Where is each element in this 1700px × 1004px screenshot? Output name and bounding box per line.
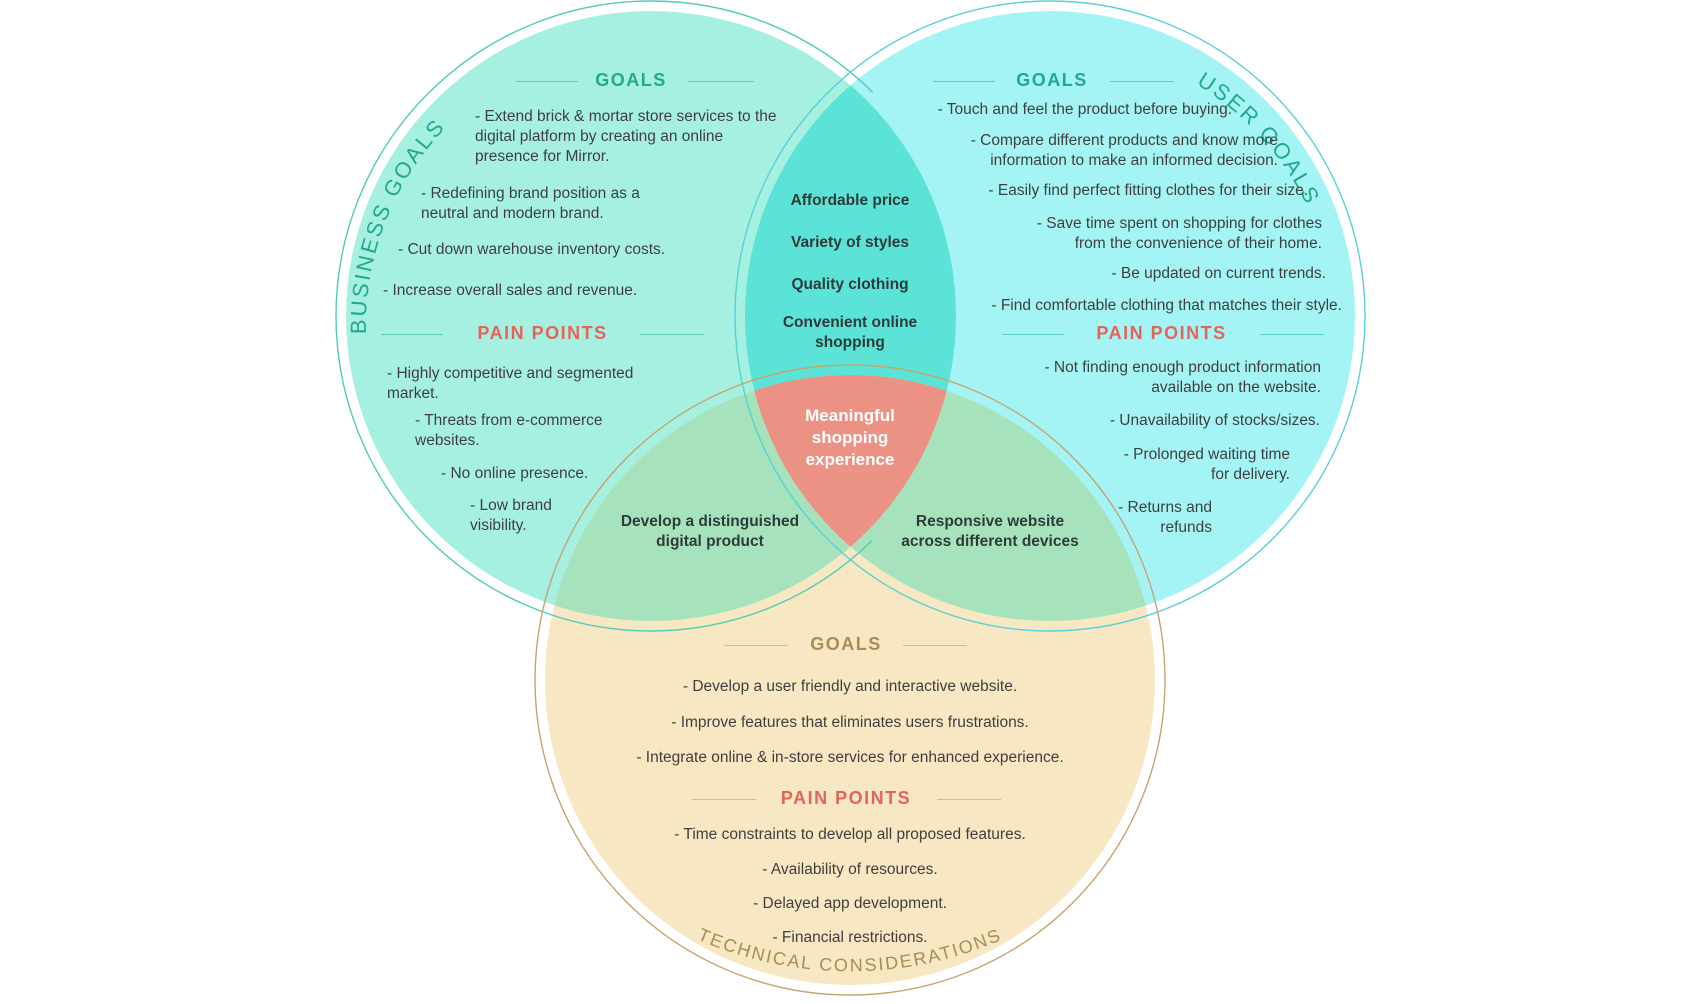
- user-goal-item: - Easily find perfect fitting clothes fo…: [988, 182, 1308, 199]
- business-technical-overlap: [545, 375, 956, 621]
- business-pain-points-heading: PAIN POINTS: [477, 323, 608, 343]
- technical-goal-item: - Develop a user friendly and interactiv…: [682, 678, 1018, 695]
- heading-rule: [1260, 334, 1324, 336]
- heading-rule: [937, 799, 1001, 801]
- business-goal-item: - Extend brick & mortar store services t…: [475, 108, 777, 165]
- heading-rule: [1002, 334, 1064, 336]
- user-goal-item: - Touch and feel the product before buyi…: [937, 101, 1232, 118]
- user-pain-points-heading: PAIN POINTS: [1096, 323, 1227, 343]
- heading-rule: [903, 645, 967, 647]
- technical-pain-item: - Availability of resources.: [762, 861, 938, 878]
- technical-pain-item: - Time constraints to develop all propos…: [674, 826, 1026, 843]
- user-outer-ring: [734, 0, 1366, 632]
- user-technical-overlap: [745, 375, 1155, 621]
- business-goal-item: - Cut down warehouse inventory costs.: [398, 241, 666, 258]
- heading-rule: [724, 645, 788, 647]
- user-pain-item: - Unavailability of stocks/sizes.: [1109, 412, 1320, 429]
- heading-rule: [688, 81, 754, 83]
- business-user-overlap-item: Affordable price: [790, 192, 910, 209]
- user-goal-item: - Compare different products and know mo…: [970, 132, 1278, 169]
- business-pain-item: - No online presence.: [441, 465, 589, 482]
- heading-rule: [933, 81, 995, 83]
- heading-rule: [692, 799, 756, 801]
- user-goals-heading: GOALS: [1016, 70, 1088, 90]
- business-goals-heading: GOALS: [595, 70, 667, 90]
- heading-rule: [381, 334, 443, 336]
- user-goal-item: - Find comfortable clothing that matches…: [991, 297, 1342, 314]
- technical-goals-heading: GOALS: [810, 634, 882, 654]
- heading-rule: [516, 81, 578, 83]
- heading-rule: [1110, 81, 1174, 83]
- business-user-overlap-item: Quality clothing: [791, 276, 909, 293]
- business-goal-item: - Increase overall sales and revenue.: [383, 282, 638, 299]
- business-outer-ring: [335, 0, 967, 632]
- technical-goal-item: - Improve features that eliminates users…: [671, 714, 1029, 731]
- user-pain-item: - Not finding enough product information…: [1044, 359, 1321, 396]
- heading-rule: [640, 334, 704, 336]
- technical-pain-item: - Delayed app development.: [753, 895, 947, 912]
- technical-outer-ring: [534, 364, 1166, 996]
- technical-goal-item: - Integrate online & in-store services f…: [636, 749, 1064, 766]
- technical-pain-item: - Financial restrictions.: [772, 929, 928, 946]
- user-goal-item: - Save time spent on shopping for clothe…: [1036, 215, 1322, 252]
- business-user-overlap-item: Variety of styles: [790, 234, 910, 251]
- technical-pain-points-heading: PAIN POINTS: [780, 788, 912, 808]
- user-goal-item: - Be updated on current trends.: [1111, 265, 1326, 282]
